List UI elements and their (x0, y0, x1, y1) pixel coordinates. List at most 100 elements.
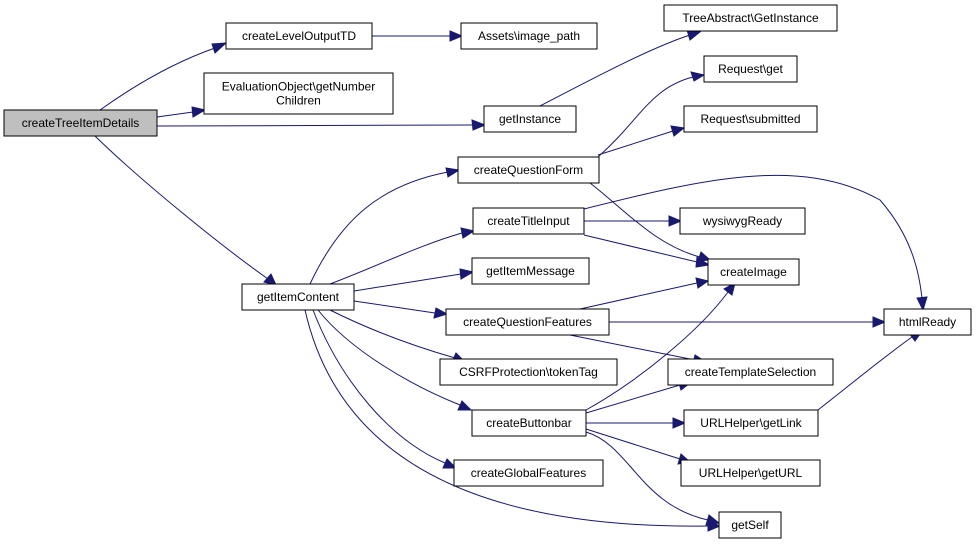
node-box (703, 55, 798, 83)
edge-arrowhead (459, 268, 475, 280)
node-box (453, 459, 604, 487)
edge-line (156, 111, 194, 118)
node-label: URLHelper\getURL (699, 466, 803, 480)
call-graph-edges (94, 29, 928, 532)
edge-arrowhead (672, 417, 687, 429)
edge-arrowhead (872, 316, 887, 328)
edge-createTreeItemDetails-to-getInstance (156, 119, 487, 131)
node-box (471, 257, 590, 285)
edge-line (585, 384, 681, 414)
node-label: createGlobalFeatures (471, 466, 586, 480)
edge-arrowhead (723, 282, 736, 296)
node-getItemContent[interactable]: getItemContent (241, 283, 355, 311)
node-createImage[interactable]: createImage (707, 258, 800, 286)
edge-line (329, 232, 463, 285)
edge-getItemContent-to-createGlobalFeatures (312, 309, 458, 469)
node-label: createTreeItemDetails (22, 116, 140, 130)
node-createTreeItemDetails[interactable]: createTreeItemDetails (3, 109, 158, 137)
node-label: Request\submitted (700, 112, 800, 126)
node-label: createLevelOutputTD (242, 29, 356, 43)
node-label: createButtonbar (486, 416, 571, 430)
node-label: wysiwygReady (702, 214, 782, 228)
edge-arrowhead (460, 227, 476, 239)
edge-createButtonbar-to-URLHelper_getURL (585, 428, 692, 465)
node-CSRFProtection_tokenTag[interactable]: CSRFProtection\tokenTag (439, 358, 618, 386)
node-box (460, 22, 598, 50)
node-box (241, 283, 355, 311)
edge-createTitleInput-to-wysiwygReady (584, 215, 683, 227)
node-Assets_image_path[interactable]: Assets\image_path (460, 22, 598, 50)
edge-line (156, 124, 474, 127)
node-box (457, 156, 600, 184)
edge-arrowhead (690, 71, 706, 82)
node-htmlReady[interactable]: htmlReady (883, 308, 972, 336)
node-label: CSRFProtection\tokenTag (459, 365, 598, 379)
node-wysiwygReady[interactable]: wysiwygReady (679, 207, 806, 235)
node-createTitleInput[interactable]: createTitleInput (472, 207, 585, 235)
edge-createQuestionFeatures-to-createImage (579, 277, 710, 310)
edge-line (569, 334, 696, 361)
node-box (680, 459, 821, 487)
edge-line (94, 135, 269, 280)
edge-arrowhead (695, 256, 711, 268)
edge-line (304, 309, 709, 527)
edge-arrowhead (457, 400, 473, 411)
node-label: getInstance (499, 112, 561, 126)
edge-line (597, 76, 694, 158)
edge-createLevelOutputTD-to-Assets_image_path (372, 30, 464, 42)
edge-line (597, 130, 674, 156)
edge-arrowhead (668, 215, 683, 227)
edge-line (583, 234, 698, 263)
node-getSelf[interactable]: getSelf (718, 511, 782, 539)
node-getItemMessage[interactable]: getItemMessage (471, 257, 590, 285)
edge-arrowhead (471, 119, 487, 131)
call-graph-nodes: createTreeItemDetails createLevelOutputTD… (3, 4, 972, 539)
node-box (471, 409, 587, 437)
node-Request_submitted[interactable]: Request\submitted (683, 105, 818, 133)
node-URLHelper_getURL[interactable]: URLHelper\getURL (680, 459, 821, 487)
edge-line (585, 428, 681, 460)
node-URLHelper_getLink[interactable]: URLHelper\getLink (683, 409, 819, 437)
edge-getItemContent-to-getItemMessage (353, 268, 475, 292)
edge-arrowhead (697, 251, 712, 262)
node-createTemplateSelection[interactable]: createTemplateSelection (667, 358, 834, 386)
edge-arrowhead (707, 520, 722, 532)
edge-line (589, 182, 701, 258)
node-box (679, 207, 806, 235)
node-label: Children (276, 94, 321, 108)
edge-line (539, 34, 691, 107)
node-label: URLHelper\getLink (700, 416, 802, 430)
node-label: getItemContent (257, 290, 340, 304)
node-createQuestionFeatures[interactable]: createQuestionFeatures (445, 308, 610, 336)
node-box (663, 4, 838, 32)
edge-line (99, 47, 216, 111)
node-box (3, 109, 158, 137)
node-box (472, 207, 585, 235)
node-createLevelOutputTD[interactable]: createLevelOutputTD (225, 22, 373, 50)
node-label: createImage (720, 265, 787, 279)
node-label: getSelf (731, 518, 769, 532)
edge-getItemContent-to-CSRFProtection_tokenTag (329, 309, 467, 363)
node-label: htmlReady (899, 315, 956, 329)
node-box (718, 511, 782, 539)
node-box (483, 105, 577, 133)
edge-getItemContent-to-getSelf (304, 309, 722, 532)
edge-line (317, 309, 461, 406)
node-createQuestionForm[interactable]: createQuestionForm (457, 156, 600, 184)
edge-arrowhead (916, 296, 928, 312)
node-createButtonbar[interactable]: createButtonbar (471, 409, 587, 437)
edge-line (585, 431, 709, 521)
node-box (707, 258, 800, 286)
node-label: getItemMessage (486, 264, 575, 278)
edge-createTitleInput-to-htmlReady (583, 174, 928, 312)
node-Request_get[interactable]: Request\get (703, 55, 798, 83)
node-getInstance[interactable]: getInstance (483, 105, 577, 133)
edge-arrowhead (449, 30, 464, 42)
edge-line (817, 336, 913, 411)
node-TreeAbstract_GetInstance[interactable]: TreeAbstract\GetInstance (663, 4, 838, 32)
edge-getItemContent-to-createQuestionFeatures (353, 300, 449, 319)
edge-line (585, 291, 729, 411)
node-createGlobalFeatures[interactable]: createGlobalFeatures (453, 459, 604, 487)
